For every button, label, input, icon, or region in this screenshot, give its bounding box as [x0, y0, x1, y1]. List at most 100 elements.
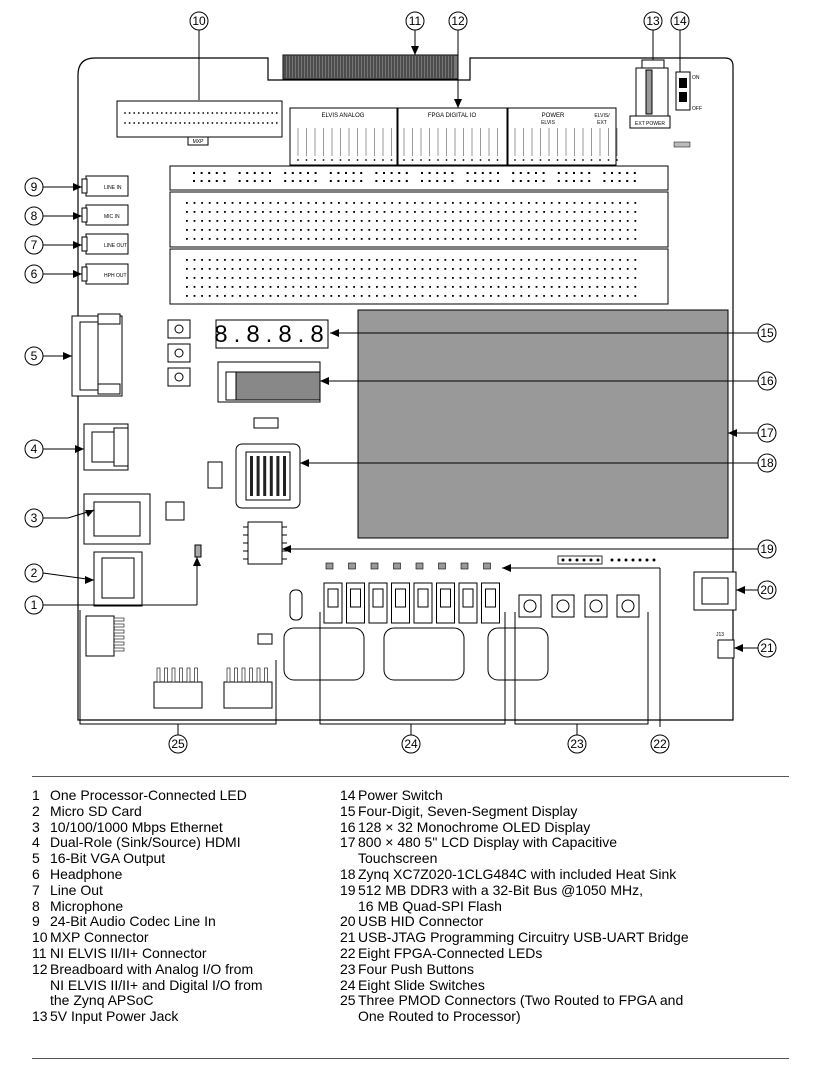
- breadboard: [169, 165, 669, 305]
- svg-text:FPGA DIGITAL IO: FPGA DIGITAL IO: [428, 113, 477, 119]
- small-buttons: [167, 319, 191, 387]
- svg-text:8: 8: [31, 209, 38, 223]
- svg-text:3: 3: [31, 511, 38, 525]
- legend-item-text: Breadboard with Analog I/O from NI ELVIS…: [50, 960, 263, 1009]
- svg-text:10: 10: [192, 14, 206, 28]
- svg-text:22: 22: [653, 737, 667, 751]
- svg-text:18: 18: [760, 456, 774, 470]
- legend-item-number: 14: [340, 787, 356, 803]
- arrowheads: [63, 46, 745, 652]
- svg-text:1: 1: [31, 598, 38, 612]
- svg-text:4: 4: [31, 442, 38, 456]
- mic-in-jack: MIC IN: [81, 204, 129, 226]
- legend-item-text: Micro SD Card: [50, 802, 142, 819]
- legend-item-text: Eight FPGA-Connected LEDs: [358, 944, 543, 961]
- legend-item-number: 1: [32, 787, 40, 803]
- svg-text:20: 20: [760, 583, 774, 597]
- legend-item: 5 16-Bit VGA Output: [32, 850, 332, 867]
- legend-item-number: 13: [32, 1008, 48, 1025]
- legend-item-text: Three PMOD Connectors (Two Routed to FPG…: [358, 992, 684, 1025]
- ethernet-jack: [83, 493, 151, 545]
- legend-item-number: 25: [340, 992, 356, 1009]
- zynq-heat-sink: [207, 417, 301, 509]
- legend-item-text: NI ELVIS II/II+ Connector: [50, 944, 207, 961]
- svg-text:11: 11: [409, 14, 422, 28]
- leader-lines: [42, 30, 758, 735]
- legend-item-text: 512 MB DDR3 with a 32-Bit Bus @1050 MHz,…: [358, 881, 643, 914]
- legend-item-number: 3: [32, 818, 40, 835]
- callout-6: 6: [24, 264, 44, 284]
- fpga-leds-and-switches: [323, 562, 500, 624]
- hph-out-jack: HPH OUT: [81, 263, 129, 285]
- svg-text:J13: J13: [716, 632, 724, 638]
- elvis-connector-pins: [284, 56, 454, 78]
- legend-item-number: 19: [340, 881, 356, 898]
- mxp-connector: MXP: [116, 100, 283, 146]
- legend-item: 7 Line Out: [32, 881, 332, 899]
- legend-item-text: Eight Slide Switches: [358, 976, 485, 993]
- callout-8: 8: [24, 206, 44, 226]
- legend-item-number: 6: [32, 865, 40, 882]
- legend-item-text: 24-Bit Audio Codec Line In: [50, 913, 216, 930]
- svg-text:OFF: OFF: [692, 106, 702, 112]
- legend-item-number: 10: [32, 929, 48, 946]
- legend-item: 3 10/100/1000 Mbps Ethernet: [32, 818, 332, 836]
- svg-text:7: 7: [31, 238, 38, 252]
- svg-text:EXT: EXT: [597, 120, 607, 126]
- legend-item-text: Dual-Role (Sink/Source) HDMI: [50, 834, 241, 851]
- legend-item-number: 21: [340, 929, 356, 946]
- legend-item-number: 16: [340, 818, 356, 835]
- callout-10: 10: [189, 11, 209, 31]
- legend-item-text: USB-JTAG Programming Circuitry USB-UART …: [358, 929, 689, 946]
- seven-segment-display: 8.8.8.8: [214, 319, 329, 349]
- svg-text:5: 5: [31, 349, 38, 363]
- legend-item: 9 24-Bit Audio Codec Line In: [32, 914, 332, 930]
- legend-item-number: 9: [32, 913, 40, 930]
- callout-18: 18: [757, 453, 777, 473]
- legend-top-rule: [32, 776, 789, 777]
- hdmi-connector: [83, 423, 129, 471]
- legend-item-text: One Processor-Connected LED: [50, 787, 247, 803]
- audio-jacks: LINE IN MIC IN LINE OUT HPH OUT: [81, 175, 129, 285]
- callout-14: 14: [670, 11, 690, 31]
- legend-item-text: Line Out: [50, 881, 103, 898]
- svg-text:HPH OUT: HPH OUT: [104, 273, 127, 279]
- svg-text:23: 23: [570, 737, 584, 751]
- oled-display: [217, 361, 321, 403]
- legend-item-text: 16-Bit VGA Output: [50, 850, 166, 867]
- callout-24: 24: [401, 734, 421, 754]
- callout-4: 4: [24, 439, 44, 459]
- legend-item-text: 10/100/1000 Mbps Ethernet: [50, 818, 223, 835]
- callout-12: 12: [448, 11, 468, 31]
- legend-item-number: 5: [32, 850, 40, 867]
- legend-bottom-rule: [32, 1058, 789, 1059]
- legend-item: 1 One Processor-Connected LED: [32, 787, 332, 804]
- power-switch: ON OFF: [675, 71, 702, 112]
- svg-text:24: 24: [404, 737, 418, 751]
- callout-13: 13: [643, 11, 663, 31]
- svg-text:MIC IN: MIC IN: [104, 214, 120, 220]
- svg-text:LINE OUT: LINE OUT: [104, 243, 127, 249]
- svg-text:ELVIS/: ELVIS/: [594, 113, 610, 119]
- callout-5: 5: [24, 346, 44, 366]
- svg-text:12: 12: [451, 14, 465, 28]
- elvis-analog-header: ELVIS ANALOG: [289, 107, 398, 166]
- legend-item-text: Four-Digit, Seven-Segment Display: [358, 802, 578, 819]
- header-pins: [297, 128, 618, 161]
- callout-17: 17: [757, 423, 777, 443]
- seven-segment-digits: 8.8.8.8: [214, 321, 329, 348]
- usb-hid-connector: [693, 571, 737, 611]
- legend-item-number: 7: [32, 881, 40, 898]
